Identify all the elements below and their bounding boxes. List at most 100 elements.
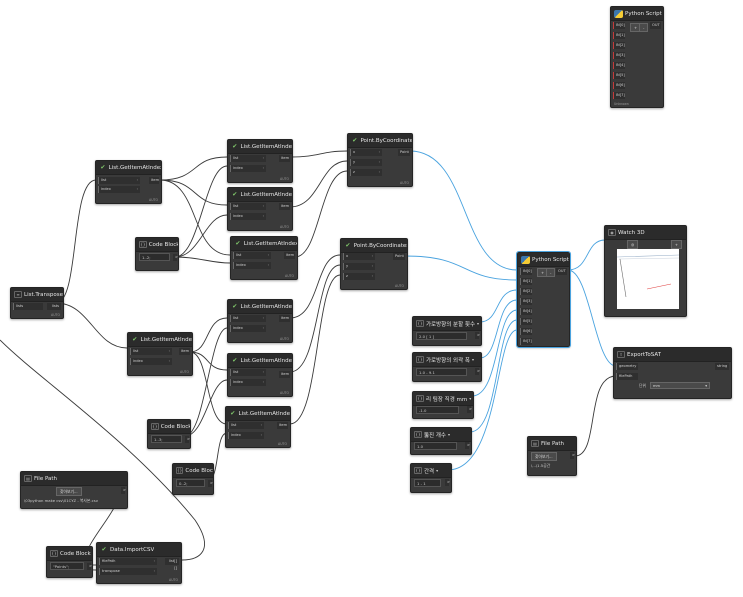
input-port[interactable]: IN[7] <box>520 338 532 345</box>
list-getitemat-node[interactable]: ✔List.GetItemAtIndex list› index› item A… <box>227 139 293 183</box>
input-port[interactable]: list› <box>230 203 266 210</box>
output-port[interactable]: OUT <box>556 268 567 275</box>
output-port[interactable]: item <box>279 203 290 210</box>
code-block-node[interactable]: {}Code Block 1..3; > <box>147 419 191 449</box>
slider-value[interactable]: 1.0 - 9.1 <box>416 368 467 376</box>
list-transpose-node[interactable]: ≡List.Transpose lists lists AUTO <box>10 287 64 319</box>
code-block-node[interactable]: {}Code Block 0..2; > <box>172 463 214 495</box>
output-port[interactable]: Point <box>393 253 405 260</box>
output-port[interactable]: > <box>208 480 214 487</box>
input-port[interactable]: index› <box>130 358 172 365</box>
list-getitemat-node[interactable]: ✔List.GetItemAtIndex list› index› item A… <box>230 236 298 280</box>
python-script-node-main[interactable]: Python Script IN[0] IN[1] IN[2] IN[3] IN… <box>516 251 571 348</box>
output-port[interactable]: > <box>87 563 93 570</box>
input-port[interactable]: filePath› <box>99 558 157 565</box>
number-slider-node[interactable]: {}뚫진 개수▾ 1.0 > <box>410 427 472 455</box>
input-port[interactable]: z› <box>343 273 375 280</box>
input-port[interactable]: list› <box>230 155 266 162</box>
chevron-down-icon[interactable]: ▾ <box>436 468 439 473</box>
input-port[interactable]: IN[4] <box>520 308 532 315</box>
chevron-down-icon[interactable]: ▾ <box>471 357 474 362</box>
output-port[interactable]: string <box>715 363 729 370</box>
input-port[interactable]: geometry <box>616 363 638 370</box>
input-port[interactable]: IN[3] <box>520 298 532 305</box>
output-port[interactable]: Point <box>398 149 410 156</box>
input-port[interactable]: index› <box>228 432 264 439</box>
input-port[interactable]: index› <box>230 213 266 220</box>
input-port[interactable]: IN[4] <box>613 62 625 69</box>
output-port[interactable]: item <box>149 177 160 184</box>
list-getitemat-node[interactable]: ✔List.GetItemAtIndex list› index› item A… <box>227 299 293 343</box>
list-getitemat-node[interactable]: ✔List.GetItemAtIndex list› index› item A… <box>227 353 293 397</box>
number-slider-node[interactable]: {}가로방향의 외곽 폭▾ 1.0 - 9.1 > <box>412 352 482 382</box>
input-port[interactable]: list› <box>130 348 172 355</box>
input-port[interactable]: z› <box>350 169 382 176</box>
chevron-down-icon[interactable]: ▾ <box>477 321 480 326</box>
unit-dropdown[interactable]: mm ▾ <box>650 382 710 389</box>
output-port[interactable]: > <box>185 436 191 443</box>
code-input[interactable]: 1..3; <box>151 435 182 443</box>
code-block-node[interactable]: {}Code Block 1..2; > <box>135 237 179 271</box>
number-slider-node[interactable]: {}리 팀장 직경 mm▾ -1.0 > <box>412 391 474 419</box>
input-port[interactable]: list› <box>228 422 264 429</box>
input-port[interactable]: IN[6] <box>613 82 625 89</box>
output-port[interactable]: item <box>284 252 295 259</box>
file-path-node[interactable]: ▤File Path 찾아보기... > \...\1.5공간 <box>527 436 577 476</box>
chevron-down-icon[interactable]: ▾ <box>448 432 451 437</box>
input-port[interactable]: x› <box>343 253 375 260</box>
point-bycoordinates-node[interactable]: ✔Point.ByCoordinates x› y› z› Point AUTO <box>347 133 413 187</box>
input-port[interactable]: list› <box>230 315 266 322</box>
input-port[interactable]: y› <box>350 159 382 166</box>
output-port[interactable]: > <box>467 406 473 413</box>
watch-zoom-button[interactable]: + <box>670 240 682 249</box>
input-port[interactable]: x› <box>350 149 382 156</box>
output-port[interactable]: > <box>121 487 127 494</box>
slider-value[interactable]: 2.0 [ 1 ] <box>416 332 467 340</box>
number-slider-node[interactable]: {}간격▾ 1 - 1 > <box>410 463 452 493</box>
output-port[interactable]: lists <box>47 303 61 310</box>
slider-value[interactable]: 1.0 <box>414 442 457 450</box>
output-port[interactable]: item <box>279 315 290 322</box>
output-port[interactable]: > <box>445 479 451 486</box>
input-port[interactable]: list› <box>233 252 271 259</box>
input-port[interactable]: list› <box>230 369 266 376</box>
input-port[interactable]: lists <box>13 303 43 310</box>
input-port[interactable]: IN[1] <box>613 32 625 39</box>
chevron-down-icon[interactable]: ▾ <box>469 396 472 401</box>
file-path-node[interactable]: ▤File Path 찾아보기... > \03python make csv\… <box>20 471 128 509</box>
input-port[interactable]: filePath <box>616 373 638 380</box>
input-port[interactable]: IN[0] <box>520 268 532 275</box>
input-port[interactable]: IN[2] <box>613 42 625 49</box>
output-port[interactable]: item <box>179 348 190 355</box>
list-getitemat-node[interactable]: ✔List.GetItemAtIndex list› index› item A… <box>127 332 193 376</box>
input-port[interactable]: index› <box>230 325 266 332</box>
watch3d-node[interactable]: ◉Watch 3D ◎ + <box>604 225 687 317</box>
exporttosat-node[interactable]: ⇪ExportToSAT geometry filePath string 단위… <box>613 347 732 399</box>
input-port[interactable]: IN[3] <box>613 52 625 59</box>
browse-button[interactable]: 찾아보기... <box>531 452 557 461</box>
code-input[interactable]: 1..2; <box>139 253 170 261</box>
input-port[interactable]: IN[5] <box>520 318 532 325</box>
output-port[interactable]: > <box>475 332 481 339</box>
input-port[interactable]: index› <box>233 262 271 269</box>
output-port[interactable]: OUT <box>650 22 661 29</box>
output-port[interactable]: > <box>465 442 471 449</box>
output-port[interactable]: item <box>279 371 290 378</box>
python-script-node-top[interactable]: Python Script IN[0] IN[1] IN[2] IN[3] IN… <box>610 6 664 108</box>
remove-input-button[interactable]: - <box>546 268 556 277</box>
output-port[interactable]: > <box>173 254 179 261</box>
code-input[interactable]: "Points"; <box>50 562 84 570</box>
watch-mode-button[interactable]: ◎ <box>627 240 639 249</box>
input-port[interactable]: IN[1] <box>520 278 532 285</box>
list-getitemat-node[interactable]: ✔List.GetItemAtIndex list› index› item A… <box>225 406 291 448</box>
code-block-node[interactable]: {}Code Block "Points"; > <box>46 546 93 578</box>
input-port[interactable]: IN[2] <box>520 288 532 295</box>
output-port[interactable]: list[][] <box>165 558 179 570</box>
browse-button[interactable]: 찾아보기... <box>56 487 82 496</box>
slider-value[interactable]: 1 - 1 <box>414 479 441 487</box>
output-port[interactable]: item <box>279 155 290 162</box>
output-port[interactable]: > <box>570 452 576 459</box>
number-slider-node[interactable]: {}가로방향의 분할 횟수▾ 2.0 [ 1 ] > <box>412 316 482 346</box>
input-port[interactable]: list› <box>98 177 140 184</box>
list-getitemat-node[interactable]: ✔List.GetItemAtIndex list› index› item A… <box>95 160 162 204</box>
